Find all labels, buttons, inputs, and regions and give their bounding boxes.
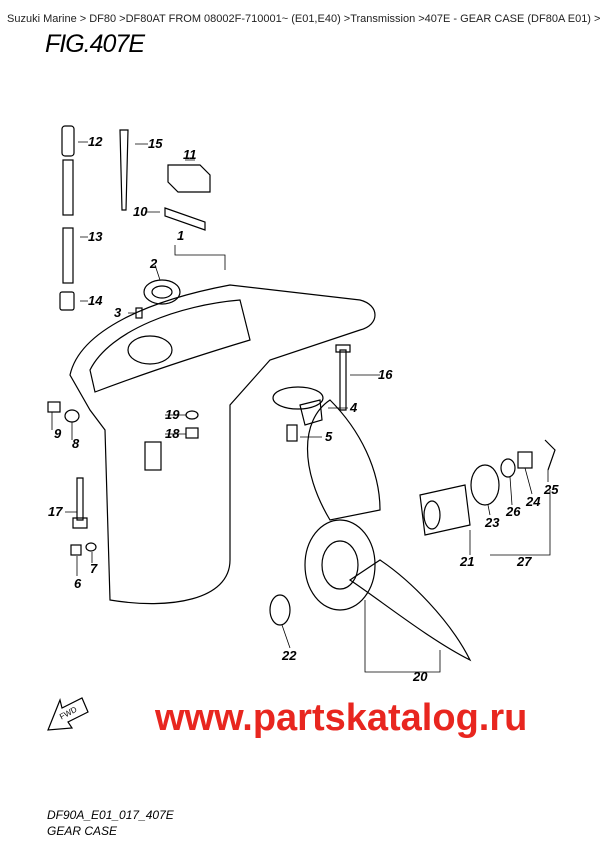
part-14-shape (59, 291, 75, 311)
water-pump-seat (127, 335, 173, 365)
callout-27[interactable]: 27 (516, 554, 532, 569)
propeller-blade-top (307, 399, 381, 521)
callout-16[interactable]: 16 (378, 367, 393, 382)
fwd-arrow-icon: FWD (47, 697, 89, 731)
part-4-tab (299, 399, 323, 426)
propeller-hub (304, 519, 376, 611)
propeller-blade-bottom (348, 559, 472, 662)
callout-2[interactable]: 2 (149, 256, 158, 271)
part-22-shape (269, 594, 291, 626)
callout-7[interactable]: 7 (90, 561, 98, 576)
part-13-shape (62, 227, 74, 284)
part-5-shape (286, 424, 298, 442)
part-6-shape (70, 544, 82, 556)
callout-20[interactable]: 20 (412, 669, 428, 684)
part-2-shape (143, 279, 181, 305)
callout-10[interactable]: 10 (133, 204, 148, 219)
part-19-shape (185, 410, 199, 420)
propeller-bore (321, 540, 359, 590)
watermark: www.partskatalog.ru (154, 697, 527, 739)
part-15-shape (119, 129, 129, 211)
drawing-code: DF90A_E01_017_407E (47, 808, 174, 822)
part-17-shape (72, 477, 88, 529)
gear-case-top-flange (89, 299, 251, 393)
callout-1[interactable]: 1 (177, 228, 184, 243)
gear-case-port (144, 441, 162, 471)
gear-case-body (69, 284, 376, 605)
callout-6[interactable]: 6 (74, 576, 82, 591)
callout-19[interactable]: 19 (165, 407, 180, 422)
part-21-end (423, 500, 441, 530)
part-12-shape (61, 125, 75, 157)
callout-23[interactable]: 23 (484, 515, 500, 530)
callout-12[interactable]: 12 (88, 134, 103, 149)
callout-14[interactable]: 14 (88, 293, 103, 308)
callout-4[interactable]: 4 (349, 400, 358, 415)
callout-21[interactable]: 21 (459, 554, 474, 569)
callout-3[interactable]: 3 (114, 305, 122, 320)
callout-15[interactable]: 15 (148, 136, 163, 151)
breadcrumb[interactable]: Suzuki Marine > DF80 >DF80AT FROM 08002F… (7, 13, 600, 25)
callout-22[interactable]: 22 (281, 648, 297, 663)
callout-17[interactable]: 17 (48, 504, 63, 519)
part-11-shape (167, 164, 211, 193)
callout-26[interactable]: 26 (505, 504, 521, 519)
callout-5[interactable]: 5 (325, 429, 333, 444)
part-10-shape (164, 207, 206, 231)
part-18-shape (185, 427, 199, 439)
part-23-shape (470, 464, 500, 506)
callout-24[interactable]: 24 (525, 494, 541, 509)
part-25-shape (544, 439, 556, 471)
part-21-shape (419, 484, 471, 536)
part-16-shape (335, 344, 351, 411)
callout-25[interactable]: 25 (543, 482, 559, 497)
part-4-shape (272, 386, 324, 410)
part-26-shape (500, 458, 516, 478)
callout-8[interactable]: 8 (72, 436, 80, 451)
callout-11[interactable]: 11 (183, 147, 197, 162)
drawing-caption: GEAR CASE (47, 824, 118, 838)
part-12-rod (62, 159, 74, 216)
callout-18[interactable]: 18 (165, 426, 180, 441)
callout-9[interactable]: 9 (54, 426, 62, 441)
part-7-shape (85, 542, 97, 552)
part-8-shape (64, 409, 80, 423)
part-24-shape (517, 451, 533, 469)
leader-lines (51, 141, 551, 673)
part-9-shape (47, 401, 61, 413)
figure-title: FIG.407E (45, 30, 145, 58)
callout-13[interactable]: 13 (88, 229, 103, 244)
part-2-inner (151, 285, 173, 299)
